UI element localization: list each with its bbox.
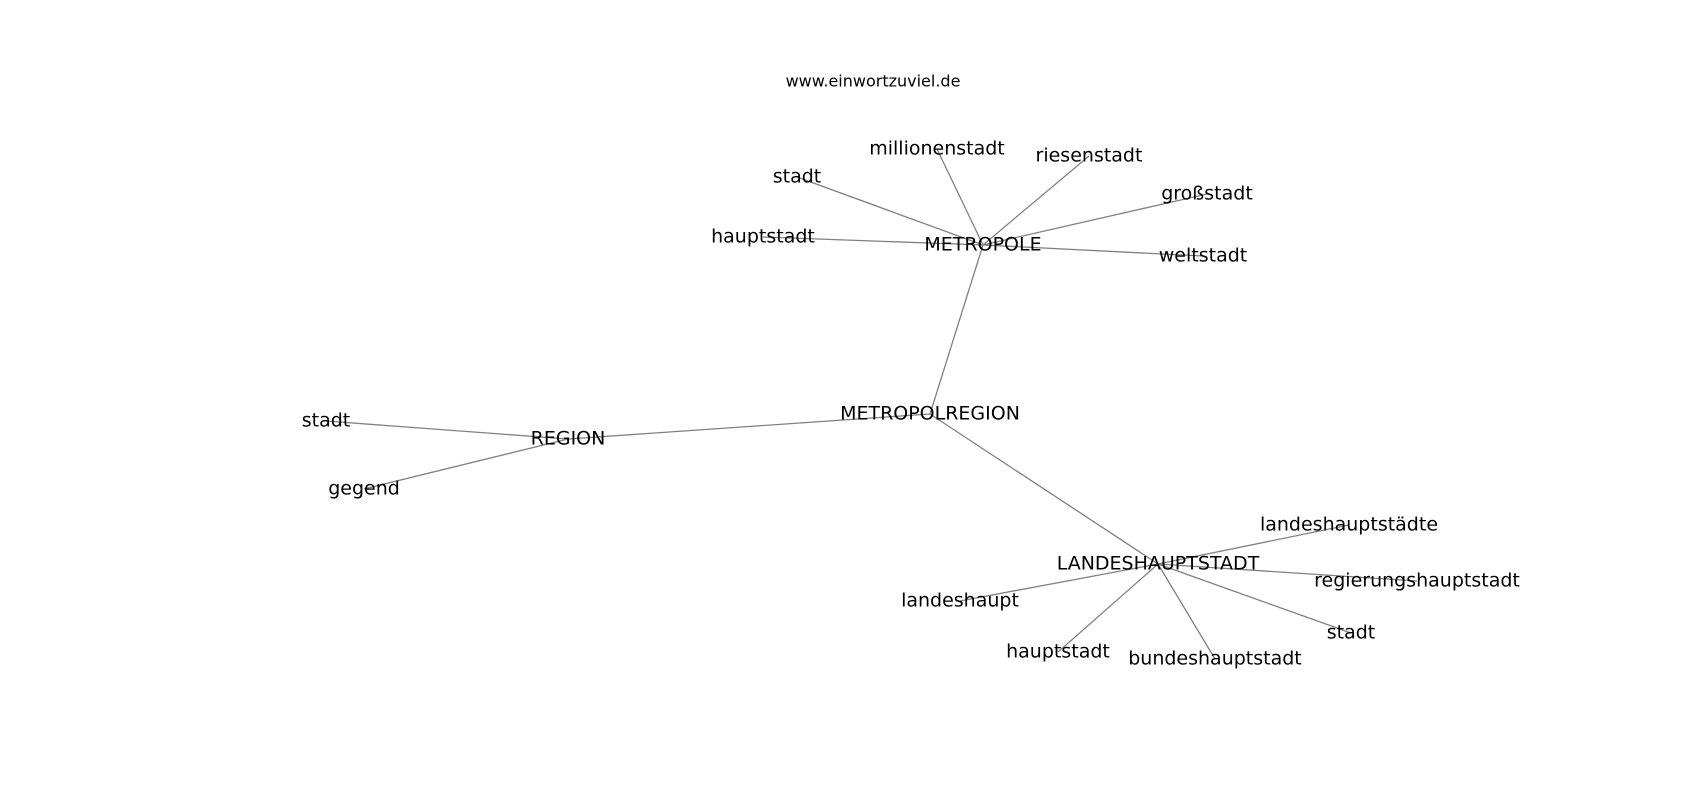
node-label-m_riesenstadt: riesenstadt <box>1036 145 1143 167</box>
edge-group <box>325 148 1418 660</box>
node-label-l_stadt: stadt <box>1327 622 1376 644</box>
edge-landeshauptstadt-l_landeshaupt <box>959 563 1159 602</box>
edge-metropolregion-metropole <box>929 244 984 415</box>
node-group: METROPOLREGION METROPOLE REGION LANDESHAUPT… <box>302 138 1520 670</box>
node-label-metropolregion: METROPOLREGION <box>840 403 1020 425</box>
edge-metropole-m_grossstadt <box>982 193 1208 246</box>
edge-region-r_gegend <box>363 438 569 490</box>
node-label-l_regierungshauptstadt: regierungshauptstadt <box>1314 570 1520 592</box>
edge-region-r_stadt <box>325 420 569 440</box>
node-label-l_landeshauptstaedte: landeshauptstädte <box>1260 514 1438 536</box>
edge-landeshauptstadt-l_landeshauptstaedte <box>1157 524 1350 565</box>
node-label-l_bundeshauptstadt: bundeshauptstadt <box>1128 648 1302 670</box>
node-label-m_weltstadt: weltstadt <box>1159 245 1247 267</box>
edge-metropole-m_millionenstadt <box>936 148 984 246</box>
node-label-landeshauptstadt: LANDESHAUPTSTADT <box>1057 553 1260 575</box>
edge-metropolregion-landeshauptstadt <box>929 413 1159 565</box>
node-label-m_millionenstadt: millionenstadt <box>869 138 1005 160</box>
edge-landeshauptstadt-l_stadt <box>1157 563 1352 634</box>
edge-metropole-m_weltstadt <box>982 244 1204 257</box>
edge-metropole-m_riesenstadt <box>982 155 1090 246</box>
node-label-l_hauptstadt: hauptstadt <box>1006 641 1110 663</box>
node-label-r_gegend: gegend <box>328 478 400 500</box>
node-label-m_grossstadt: großstadt <box>1161 183 1253 205</box>
edge-metropole-m_stadt <box>796 176 984 246</box>
node-label-m_stadt: stadt <box>773 166 822 188</box>
watermark-text: www.einwortzuviel.de <box>786 72 961 91</box>
edge-metropole-m_hauptstadt <box>762 236 984 246</box>
node-label-l_landeshaupt: landeshaupt <box>901 590 1019 612</box>
node-label-metropole: METROPOLE <box>924 234 1041 256</box>
node-label-m_hauptstadt: hauptstadt <box>711 226 815 248</box>
edge-landeshauptstadt-l_regierungshauptstadt <box>1157 563 1418 582</box>
node-label-region: REGION <box>531 428 606 450</box>
edge-metropolregion-region <box>567 413 931 440</box>
node-label-r_stadt: stadt <box>302 410 351 432</box>
edge-landeshauptstadt-l_bundeshauptstadt <box>1157 563 1216 660</box>
edge-landeshauptstadt-l_hauptstadt <box>1057 563 1159 653</box>
